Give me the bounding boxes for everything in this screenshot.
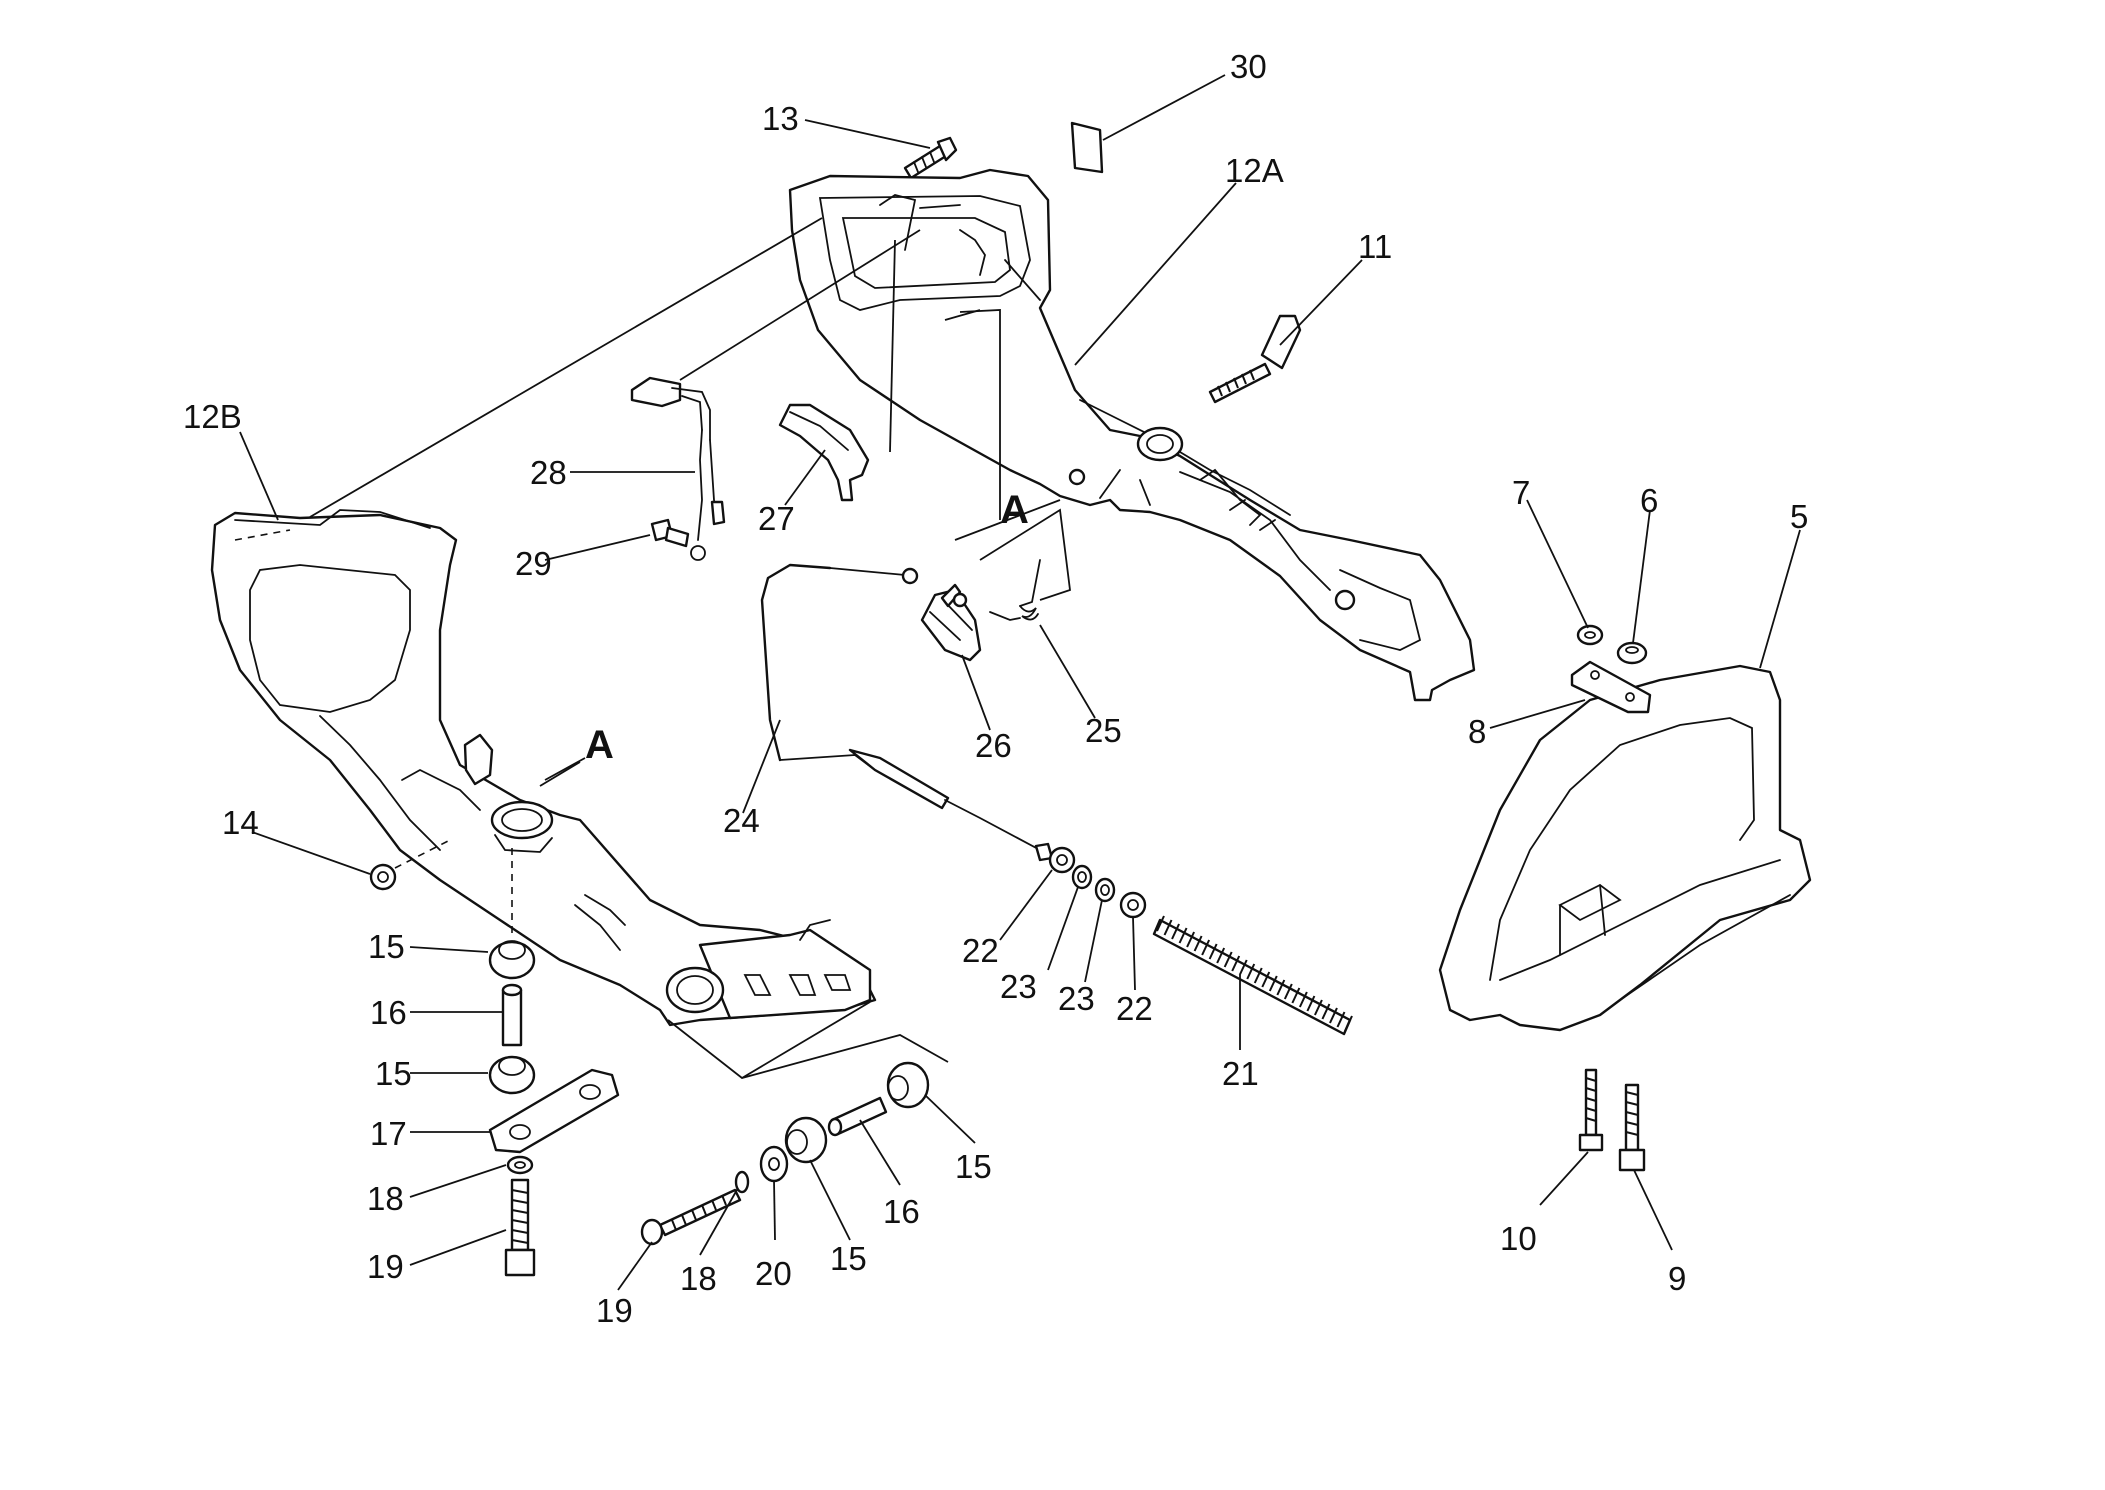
label-part-30: 30	[1230, 48, 1267, 85]
label-part-17: 17	[370, 1115, 407, 1152]
plate-part-17	[488, 1068, 620, 1154]
sleeve-part-16-bottom	[827, 1096, 888, 1137]
nut-part-6	[1616, 641, 1648, 665]
switch-wire-part-28	[630, 376, 726, 561]
assembly-guide-lines	[234, 217, 1071, 1079]
nut-part-14	[369, 863, 397, 891]
rubber-mount-part-15-bottom-left	[784, 1116, 828, 1164]
nut-part-22-right	[1119, 891, 1147, 919]
section-mark-a-lower: A	[585, 723, 614, 767]
washer-part-23-left	[1071, 864, 1093, 890]
label-part-23-b: 23	[1058, 980, 1095, 1017]
washer-part-18-bottom	[734, 1170, 750, 1194]
rubber-mount-part-15-upper-left	[488, 940, 536, 980]
threaded-rod-part-21	[1152, 915, 1353, 1036]
nut-part-22-left	[1048, 846, 1076, 874]
decal-part-30	[1070, 121, 1104, 174]
label-part-8: 8	[1468, 713, 1486, 750]
throttle-cable-part-24	[760, 563, 1054, 862]
front-handle-part-5	[1438, 664, 1812, 1032]
label-part-19-b: 19	[596, 1292, 633, 1329]
section-mark-a-upper: A	[1000, 488, 1029, 532]
label-part-10: 10	[1500, 1220, 1537, 1257]
label-part-15-a: 15	[368, 928, 405, 965]
rubber-mount-part-15-bottom-right	[886, 1061, 930, 1109]
front-handle-frame-part-12b	[210, 509, 877, 1027]
label-part-22-b: 22	[1116, 990, 1153, 1027]
label-part-13: 13	[762, 100, 799, 137]
label-part-23-a: 23	[1000, 968, 1037, 1005]
bolt-part-10	[1578, 1068, 1604, 1152]
bolt-part-19-bottom	[640, 1188, 742, 1246]
label-part-12b: 12B	[183, 398, 242, 435]
label-part-12a: 12A	[1225, 152, 1284, 189]
plate-part-8	[1570, 660, 1652, 714]
label-part-9: 9	[1668, 1260, 1686, 1297]
washer-part-23-right	[1094, 877, 1116, 903]
label-part-5: 5	[1790, 498, 1808, 535]
sleeve-part-16-left	[501, 983, 523, 1047]
section-marks: A A	[544, 488, 1029, 781]
leader-lines	[239, 74, 1801, 1291]
washer-part-18-left	[506, 1155, 534, 1175]
label-part-28: 28	[530, 454, 567, 491]
label-part-16-a: 16	[370, 994, 407, 1031]
label-part-18-b: 18	[680, 1260, 717, 1297]
washer-part-20	[759, 1145, 789, 1183]
screw-part-29	[650, 518, 690, 548]
label-part-18-a: 18	[367, 1180, 404, 1217]
bolt-part-9	[1618, 1083, 1646, 1172]
label-part-19-a: 19	[367, 1248, 404, 1285]
label-part-15-d: 15	[830, 1240, 867, 1277]
label-part-21: 21	[1222, 1055, 1259, 1092]
lever-part-26	[920, 583, 982, 662]
label-part-25: 25	[1085, 712, 1122, 749]
label-part-15-b: 15	[375, 1055, 412, 1092]
rubber-mount-part-15-lower-left	[488, 1055, 536, 1095]
label-part-20: 20	[755, 1255, 792, 1292]
label-part-29: 29	[515, 545, 552, 582]
bolt-part-19-left	[504, 1178, 536, 1277]
label-part-26: 26	[975, 727, 1012, 764]
label-part-15-c: 15	[955, 1148, 992, 1185]
label-part-24: 24	[723, 802, 760, 839]
bolt-part-11	[1208, 314, 1302, 404]
label-part-16-b: 16	[883, 1193, 920, 1230]
label-part-14: 14	[222, 804, 259, 841]
label-part-11: 11	[1358, 228, 1392, 265]
label-part-22-a: 22	[962, 932, 999, 969]
label-part-6: 6	[1640, 482, 1658, 519]
rear-handle-part-12a	[788, 168, 1476, 702]
spring-part-25	[989, 559, 1041, 621]
label-part-7: 7	[1512, 474, 1530, 511]
callout-labels: 30 13 12A 11 12B 28 27 29 7 6 5 8 26 25 …	[183, 48, 1808, 1329]
nut-part-7	[1576, 624, 1604, 646]
label-part-27: 27	[758, 500, 795, 537]
screw-part-13	[903, 136, 958, 180]
